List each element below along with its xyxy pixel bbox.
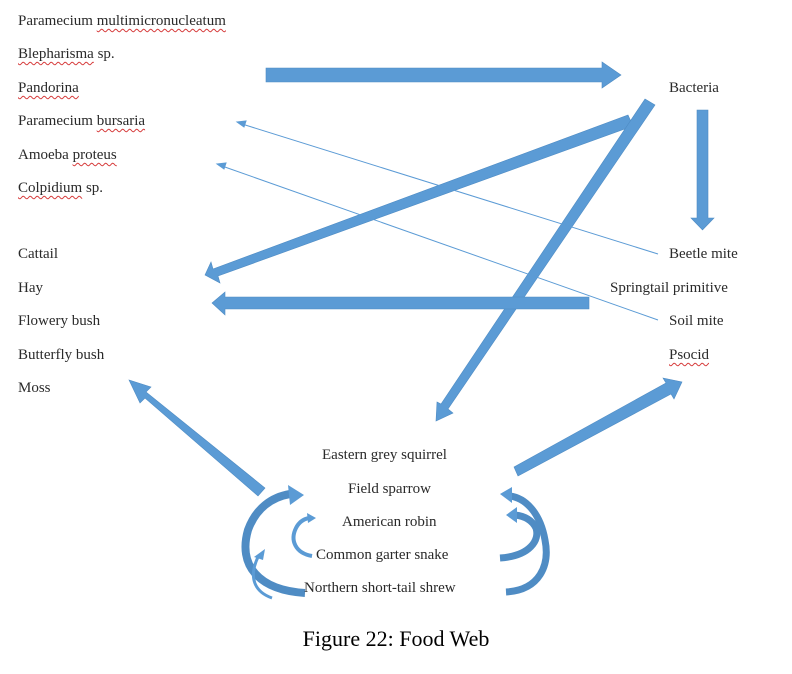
node-text-spellcheck: proteus	[72, 147, 117, 163]
arrow-vertebrates-to-plants	[128, 379, 266, 497]
node-text: sp.	[82, 180, 104, 196]
arrow-vertebrates-to-arthropods	[513, 377, 683, 477]
curved-arrowhead-snake-left	[254, 549, 265, 560]
node-common-garter-snake: Common garter snake	[316, 547, 449, 563]
curved-arrow-snake-to-robin	[291, 516, 313, 558]
node-text: Paramecium	[18, 13, 97, 29]
curved-arrowhead-sparrow-right	[500, 487, 512, 503]
node-blepharisma: Blepharisma sp.	[18, 45, 115, 63]
arrow-bacteria-to-vertebrates	[435, 98, 656, 422]
node-text-spellcheck: Pandorina	[18, 80, 79, 96]
node-flowery-bush: Flowery bush	[18, 313, 101, 329]
node-text: Paramecium	[18, 113, 97, 129]
arrow-soil-mite-to-amoeba	[221, 165, 659, 321]
node-eastern-grey-squirrel: Eastern grey squirrel	[322, 447, 447, 463]
node-butterfly-bush: Butterfly bush	[18, 347, 105, 363]
curved-arrowhead-robin-right	[506, 507, 517, 523]
node-beetle-mite: Beetle mite	[669, 246, 738, 262]
node-text-spellcheck: Colpidium	[18, 180, 83, 196]
arrow-bacteria-to-plants	[204, 114, 634, 284]
curved-arrow-shrew-to-snake	[252, 556, 273, 600]
node-moss: Moss	[18, 380, 51, 396]
node-text: sp.	[93, 46, 115, 62]
node-cattail: Cattail	[18, 246, 58, 262]
node-hay: Hay	[18, 280, 43, 296]
node-text: Amoeba	[18, 147, 73, 163]
node-text-spellcheck: bursaria	[96, 113, 146, 129]
node-amoeba-proteus: Amoeba proteus	[18, 146, 117, 164]
node-northern-short-tail-shrew: Northern short-tail shrew	[304, 580, 456, 596]
node-paramecium-bursaria: Paramecium bursaria	[18, 112, 145, 130]
arrowhead-soil-mite	[215, 162, 227, 170]
node-text-spellcheck: Blepharisma	[18, 46, 94, 62]
arrow-bacteria-to-arthropods	[690, 109, 715, 231]
curved-arrow-snake-to-robin-right	[499, 511, 541, 562]
node-springtail-primitive: Springtail primitive	[610, 280, 728, 296]
curved-arrowhead-robin	[307, 513, 316, 523]
curved-arrowhead-sparrow	[288, 485, 304, 505]
arrow-beetle-mite-to-paramecium-bursaria	[241, 123, 659, 255]
curved-arrow-shrew-to-sparrow-right	[505, 492, 550, 596]
node-text-spellcheck: multimicronucleatum	[96, 13, 226, 29]
node-bacteria: Bacteria	[669, 80, 719, 96]
figure-caption: Figure 22: Food Web	[302, 626, 490, 651]
arrow-protists-to-bacteria	[265, 61, 622, 89]
arrow-springtail-to-plants	[211, 291, 590, 316]
node-text-spellcheck: Psocid	[669, 347, 710, 363]
node-soil-mite: Soil mite	[669, 313, 724, 329]
node-american-robin: American robin	[342, 514, 437, 530]
node-colpidium: Colpidium sp.	[18, 179, 103, 197]
curved-arrow-shrew-to-sparrow	[241, 490, 306, 597]
node-paramecium-multimicronucleatum: Paramecium multimicronucleatum	[18, 12, 226, 30]
node-psocid: Psocid	[669, 346, 709, 364]
node-pandorina: Pandorina	[18, 79, 79, 97]
node-field-sparrow: Field sparrow	[348, 481, 431, 497]
arrowhead-beetle-mite	[235, 120, 247, 128]
